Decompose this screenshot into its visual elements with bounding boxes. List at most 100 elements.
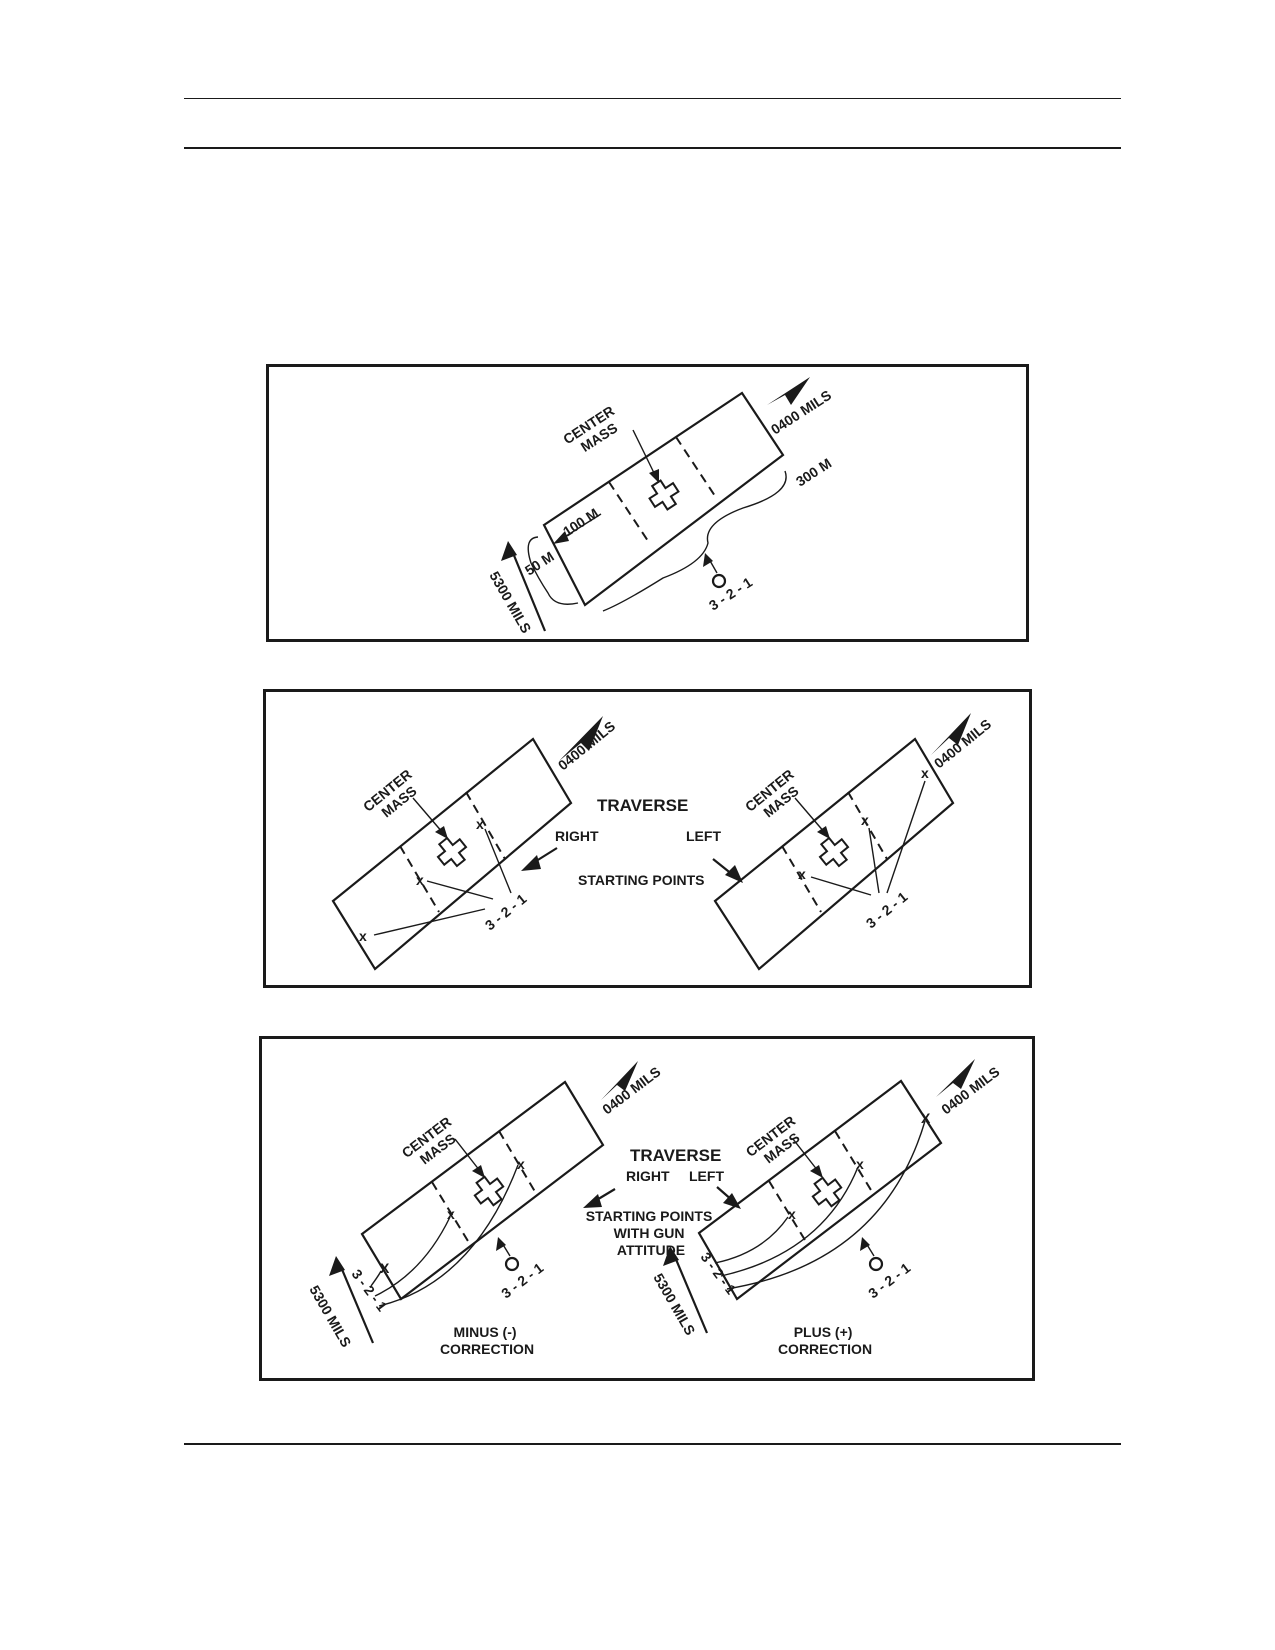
start-mark-2: x	[416, 872, 424, 888]
start-mark-1: x	[359, 928, 367, 944]
plus-correction-label: PLUS (+) CORRECTION	[778, 1324, 872, 1357]
azimuth-arrow-0400	[601, 1061, 638, 1100]
azimuth-line-5300	[511, 552, 547, 632]
countdown-leader	[810, 876, 872, 896]
start-mark-2: x	[447, 1206, 455, 1222]
center-mass-leader	[632, 429, 656, 476]
width-brace	[602, 470, 787, 612]
azimuth-label-5300: 5300 MILS	[306, 1283, 354, 1350]
start-mark-3: X	[921, 1110, 931, 1126]
sector-line	[675, 436, 718, 500]
arrowhead	[329, 1256, 345, 1276]
sector-line	[465, 791, 506, 860]
sector-dimension-line	[562, 513, 602, 539]
countdown-curve	[374, 1216, 451, 1297]
start-mark-2: x	[861, 812, 869, 828]
countdown-curve	[726, 1120, 926, 1290]
countdown-leader	[886, 780, 926, 894]
header-rule-top	[184, 98, 1121, 99]
sector-line	[834, 1130, 875, 1196]
center-mass-leader	[412, 797, 444, 834]
figure-3-drawing: CENTER MASS X x x 3 - 2 - 1 3 - 2 - 1 04…	[306, 1059, 1002, 1357]
arrowhead	[501, 541, 517, 561]
right-arrowhead	[521, 855, 541, 871]
center-mass-cross	[811, 1176, 843, 1208]
center-mass-label: CENTER MASS	[360, 764, 428, 828]
center-mass-leader	[792, 1138, 819, 1172]
center-mass-leader	[454, 1138, 481, 1172]
azimuth-label-5300: 5300 MILS	[650, 1271, 698, 1338]
countdown-leader	[484, 828, 512, 894]
start-mark-3: x	[517, 1156, 525, 1172]
starting-points-label: STARTING POINTS	[578, 872, 705, 888]
center-mass-cross	[436, 836, 468, 868]
depth-brace	[527, 536, 579, 605]
start-mark-1: X	[380, 1260, 390, 1276]
minus-correction-label: MINUS (-) CORRECTION	[440, 1324, 534, 1357]
azimuth-arrow-0400	[931, 713, 971, 755]
figure-1-center-mass: CENTER MASS 0400 MILS 300 M 100 M 50 M 5…	[266, 364, 1029, 642]
start-mark-1: x	[798, 866, 806, 882]
sector-line	[431, 1181, 472, 1247]
traverse-label: TRAVERSE	[630, 1146, 721, 1165]
countdown-curve	[720, 1166, 859, 1277]
right-arrowhead	[583, 1194, 602, 1208]
azimuth-label-5300: 5300 MILS	[486, 569, 534, 636]
gun-position	[504, 1256, 520, 1272]
sector-line	[498, 1130, 538, 1196]
center-mass-leader	[794, 797, 826, 834]
figure-2-drawing: CENTER MASS x x x 3 - 2 - 1 0400 MILS TR…	[331, 713, 994, 971]
arrowhead	[703, 553, 713, 567]
azimuth-arrow-0400	[767, 377, 810, 405]
center-mass-cross	[648, 479, 680, 511]
figure-2-traverse: CENTER MASS x x x 3 - 2 - 1 0400 MILS TR…	[263, 689, 1032, 988]
right-label: RIGHT	[626, 1168, 670, 1184]
azimuth-label-0400: 0400 MILS	[768, 387, 834, 438]
target-area-plus	[697, 1079, 943, 1301]
arrowhead	[472, 1165, 485, 1178]
countdown-leader	[373, 908, 486, 936]
arrowhead	[810, 1165, 823, 1178]
arrowhead	[860, 1237, 870, 1251]
countdown-curve	[378, 1164, 519, 1307]
center-mass-label: CENTER MASS	[742, 764, 810, 828]
arrowhead	[817, 826, 830, 839]
target-area-minus	[360, 1080, 605, 1301]
center-mass-cross	[473, 1175, 505, 1207]
countdown-curve	[714, 1216, 789, 1264]
countdown-label: 3 - 2 - 1	[482, 890, 530, 933]
center-mass-label: CENTER MASS	[743, 1110, 811, 1173]
left-arrowhead	[725, 865, 743, 883]
arrowhead	[663, 1246, 679, 1266]
right-label: RIGHT	[555, 828, 599, 844]
footer-rule	[184, 1443, 1121, 1445]
start-mark-2: x	[856, 1156, 864, 1172]
start-mark-3: x	[921, 765, 929, 781]
start-mark-1: x	[788, 1206, 796, 1222]
azimuth-line-5300	[339, 1266, 375, 1344]
center-mass-cross	[818, 836, 850, 868]
center-mass-label: CENTER MASS	[560, 400, 629, 460]
starting-points-label: STARTING POINTS WITH GUN ATTITUDE	[586, 1208, 716, 1258]
arrowhead	[649, 469, 659, 483]
arrowhead	[496, 1237, 506, 1251]
traverse-label: TRAVERSE	[597, 796, 688, 815]
countdown-label: 3 - 2 - 1	[865, 1259, 913, 1301]
arrowhead	[553, 531, 569, 544]
arrowhead	[435, 826, 448, 839]
gun-position	[711, 573, 727, 589]
azimuth-arrow-0400	[559, 716, 603, 761]
left-label: LEFT	[686, 828, 721, 844]
start-mark-3: x	[476, 816, 484, 832]
figure-3-gun-attitude: CENTER MASS X x x 3 - 2 - 1 3 - 2 - 1 04…	[259, 1036, 1035, 1381]
countdown-leader	[426, 880, 494, 900]
azimuth-line-5300	[673, 1256, 709, 1334]
sector-line	[399, 845, 440, 913]
countdown-curve	[370, 1270, 382, 1287]
sector-line	[847, 791, 888, 860]
depth-label: 50 M	[522, 548, 557, 578]
azimuth-label-0400: 0400 MILS	[938, 1063, 1002, 1117]
countdown-leader	[868, 827, 880, 894]
sector-line	[768, 1180, 809, 1246]
sector-line	[781, 845, 822, 913]
